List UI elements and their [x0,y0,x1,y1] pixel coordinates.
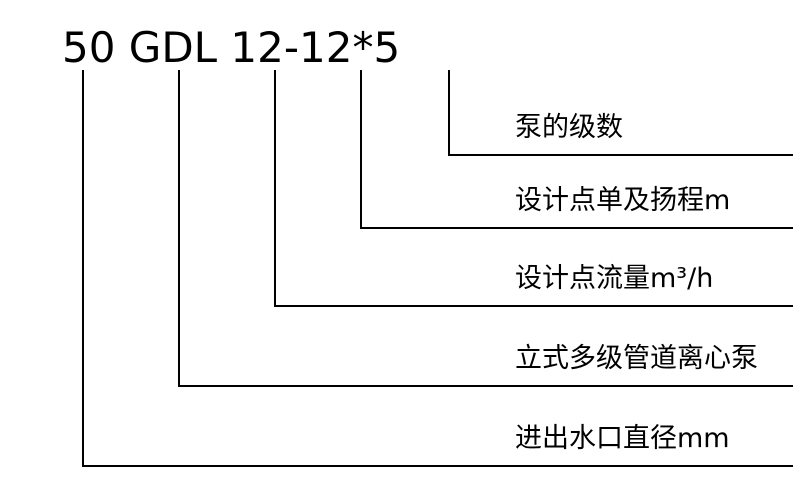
callout-label-stage-count: 泵的级数 [515,112,623,143]
model-code-title: 50 GDL 12-12*5 [62,23,400,72]
leader-line-stage-count [448,70,793,156]
callout-label-design-flow: 设计点流量m³/h [515,263,713,294]
leader-line-group [82,70,793,467]
callout-label-pump-type: 立式多级管道离心泵 [515,343,758,374]
leader-line-inlet-outlet-diameter [82,70,793,467]
leader-line-design-flow [274,70,793,307]
leader-line-design-head [360,70,793,229]
callout-label-design-head: 设计点单及扬程m [515,185,730,216]
callout-label-inlet-outlet-diameter: 进出水口直径mm [515,423,730,454]
leader-line-pump-type [178,70,793,387]
